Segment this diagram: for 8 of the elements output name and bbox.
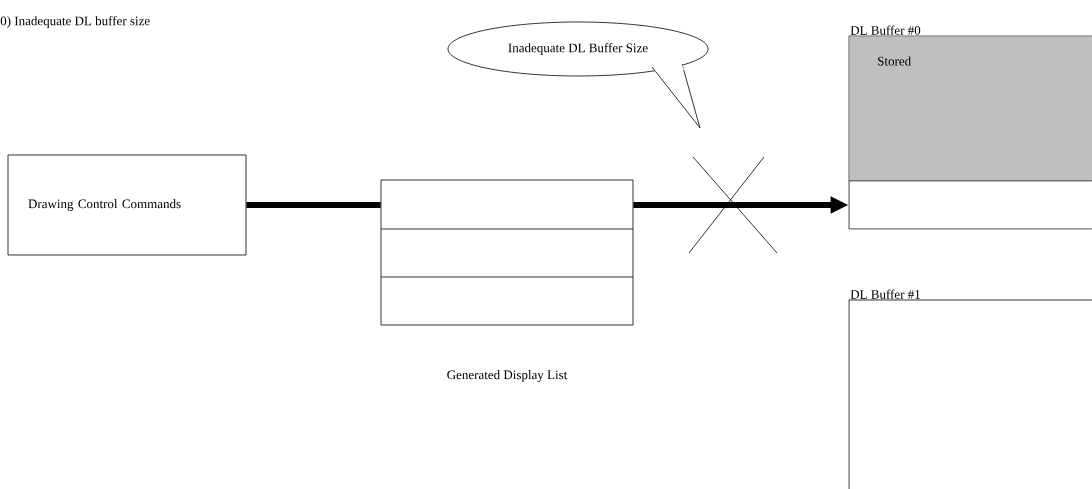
buffer-label: DL Buffer #1: [850, 289, 920, 299]
buffer-text: Stored: [878, 56, 911, 66]
heading: 0) Inadequate DL buffer size: [0, 16, 150, 28]
buffer-label: DL Buffer #0: [850, 25, 921, 35]
process-box: Drawing Control Commands: [7, 154, 247, 256]
list-label: Generated Display List: [447, 370, 568, 382]
connector-line: [246, 202, 381, 208]
bubble-text: Inadequate DL Buffer Size: [508, 43, 648, 55]
